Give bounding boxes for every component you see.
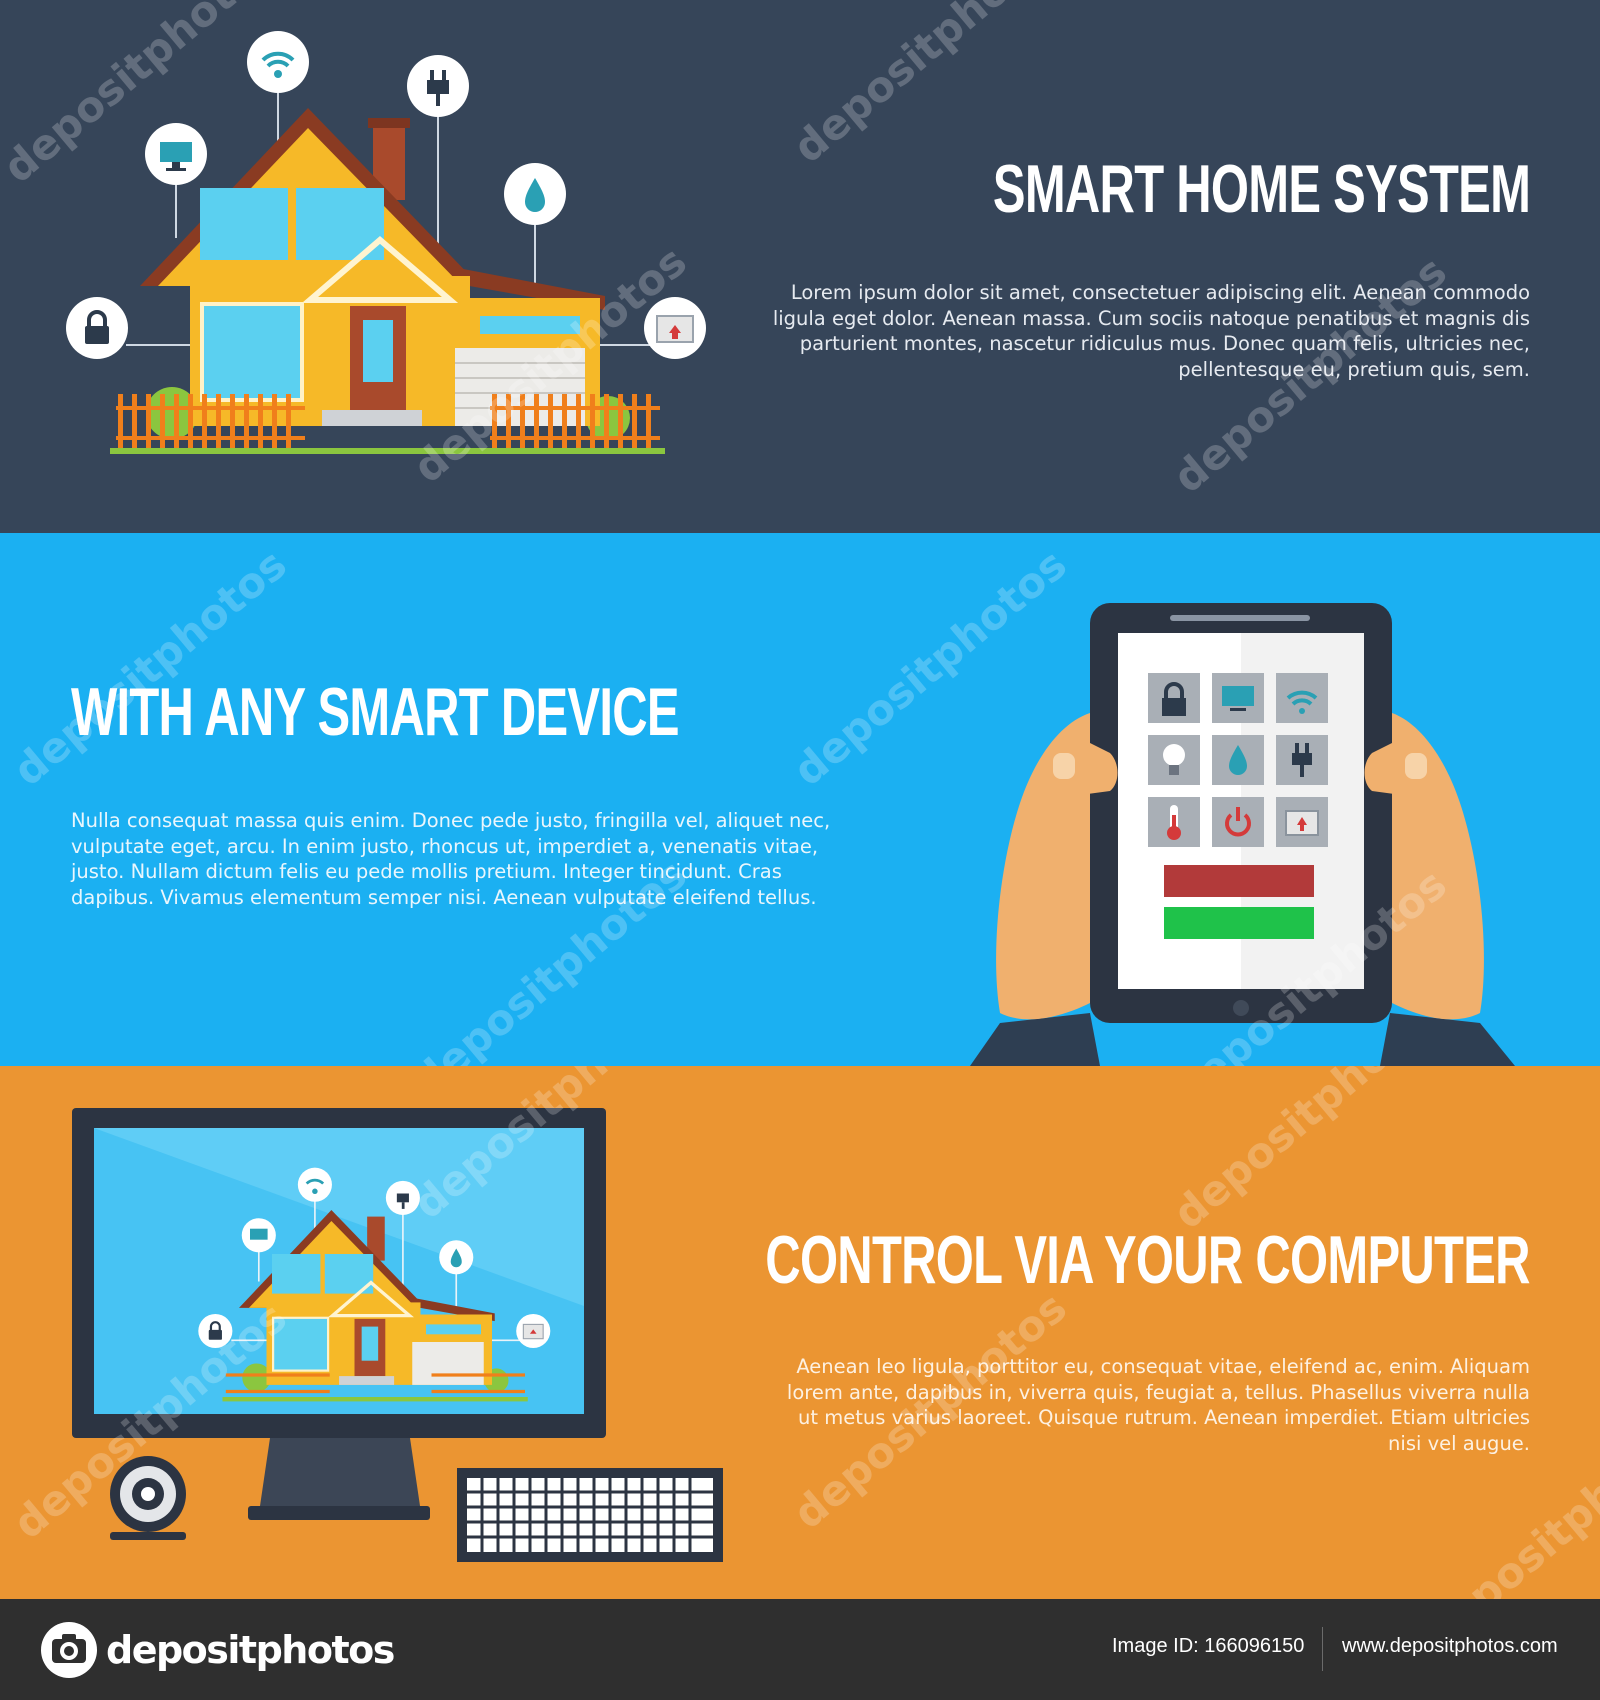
garage-icon (644, 297, 706, 359)
camera-logo-icon (41, 1622, 97, 1678)
power-icon (1225, 807, 1251, 837)
image-id: Image ID: 166096150 (1112, 1635, 1305, 1657)
headline-control-via-computer: CONTROL VIA YOUR COMPUTER (765, 1222, 1530, 1298)
smart-house-illustration (66, 31, 706, 454)
lock-icon (1162, 682, 1186, 716)
status-bar-red (1164, 865, 1314, 897)
plug-icon (407, 55, 469, 117)
water-drop-icon (1229, 745, 1247, 775)
status-bar-green (1164, 907, 1314, 939)
plug-icon (1292, 743, 1312, 777)
banner-control-via-computer: CONTROL VIA YOUR COMPUTER Aenean leo lig… (0, 1066, 1600, 1599)
keyboard-icon (457, 1468, 723, 1562)
wifi-icon (247, 31, 309, 93)
thermometer-icon (1167, 805, 1181, 840)
lock-icon (66, 297, 128, 359)
water-drop-icon (504, 163, 566, 225)
depositphotos-logo[interactable]: depositphotos (40, 1621, 395, 1679)
garage-icon (516, 1313, 551, 1349)
headline-smart-home-system: SMART HOME SYSTEM (992, 151, 1531, 227)
computer-illustration (72, 1108, 723, 1562)
logo-text: depositphotos (106, 1628, 395, 1672)
footer-bar: depositphotos Image ID: 166096150 www.de… (0, 1599, 1600, 1700)
banner-smart-home-system: SMART HOME SYSTEM Lorem ipsum dolor sit … (0, 0, 1600, 533)
webcam-icon (110, 1456, 186, 1540)
site-link[interactable]: www.depositphotos.com (1342, 1635, 1558, 1657)
plug-icon (385, 1180, 420, 1215)
wifi-icon (1286, 690, 1318, 714)
monitor-icon (145, 123, 207, 185)
watermark: depositphotos (1163, 1066, 1456, 1239)
watermark: depositphotos (3, 539, 296, 796)
tablet-in-hands-illustration (970, 603, 1515, 1066)
footer-divider (1322, 1627, 1323, 1671)
water-drop-icon (439, 1240, 474, 1275)
wifi-icon (297, 1167, 332, 1202)
bulb-icon (1163, 744, 1185, 775)
headline-any-smart-device: WITH ANY SMART DEVICE (71, 674, 680, 750)
body-text-smart-home: Lorem ipsum dolor sit amet, consectetuer… (772, 281, 1530, 381)
watermark: depositphotos (783, 0, 1076, 173)
banner-any-smart-device: WITH ANY SMART DEVICE Nulla consequat ma… (0, 533, 1600, 1066)
monitor-icon (1222, 686, 1254, 711)
body-text-control-computer: Aenean leo ligula, porttitor eu, consequ… (786, 1355, 1530, 1455)
lock-icon (198, 1313, 233, 1349)
monitor-icon (241, 1218, 276, 1253)
garage-icon (1285, 810, 1319, 836)
body-text-smart-device: Nulla consequat massa quis enim. Donec p… (71, 809, 831, 909)
